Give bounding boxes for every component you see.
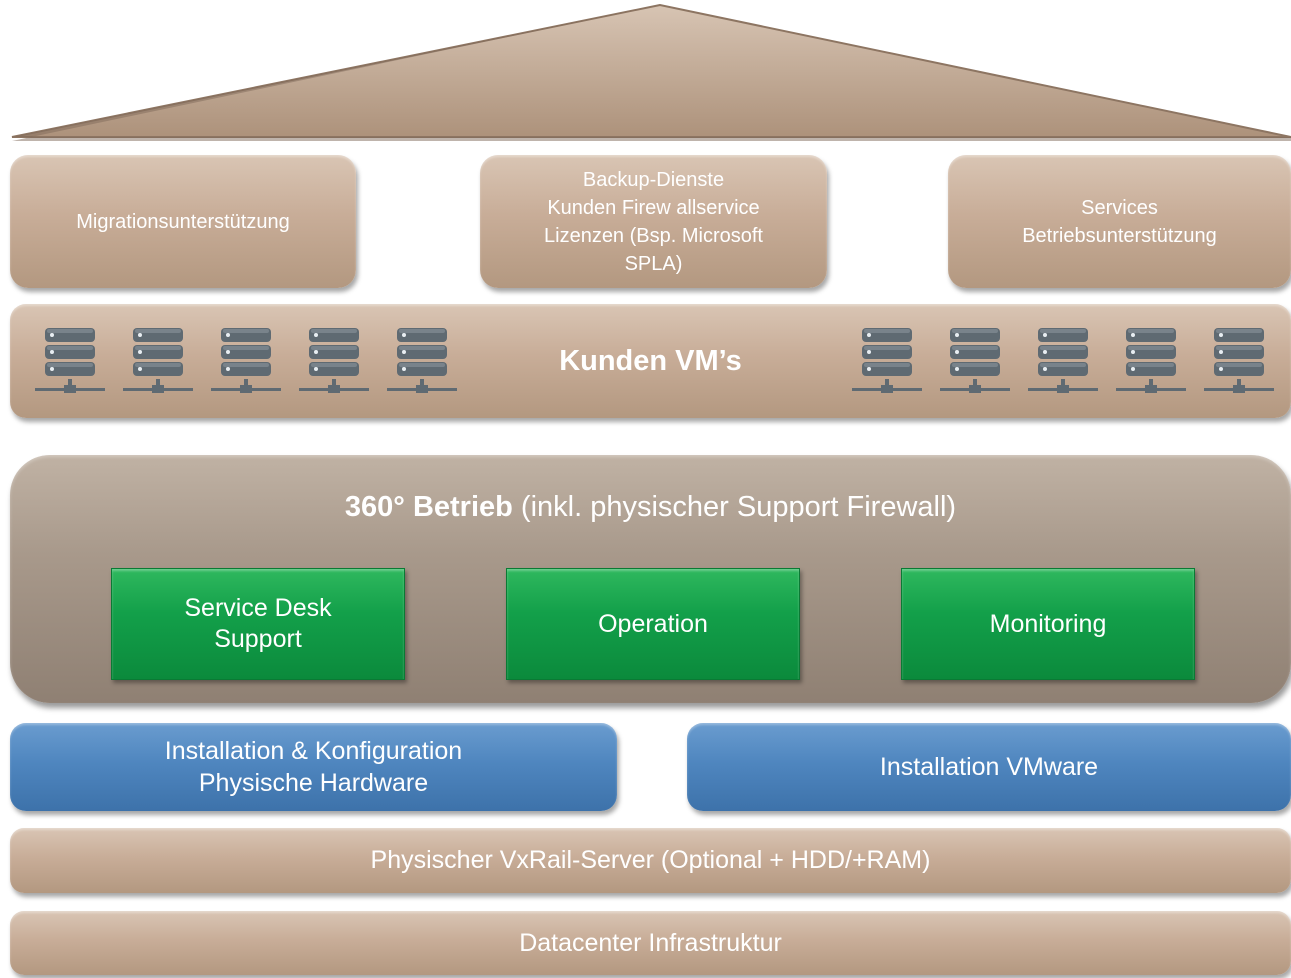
server-stack-icon <box>1116 324 1186 396</box>
pillar-services-lines: Services Betriebsunterstützung <box>1022 194 1217 250</box>
service-desk-line-1: Service Desk <box>184 594 332 622</box>
operations-title: 360° Betrieb (inkl. physischer Support F… <box>10 491 1291 524</box>
pillar-services-line-2: Betriebsunterstützung <box>1022 224 1217 247</box>
datacenter-label: Datacenter Infrastruktur <box>519 928 782 957</box>
installation-vmware-block: Installation VMware <box>687 723 1291 811</box>
installation-hardware-line-1: Installation & Konfiguration <box>164 737 463 765</box>
pillar-backup: Backup-Dienste Kunden Firew allservice L… <box>480 155 827 288</box>
pillar-services-line-1: Services <box>1081 196 1158 219</box>
customer-vm-bar: Kunden VM’s <box>10 304 1291 418</box>
pillar-migration-text: Migrationsunterstützung <box>76 210 290 233</box>
monitoring-box: Monitoring <box>901 568 1195 680</box>
installation-hardware-line-2: Physische Hardware <box>198 769 429 797</box>
pillar-backup-line-2: Kunden Firew allservice <box>547 196 760 219</box>
installation-hardware-lines: Installation & Konfiguration Physische H… <box>165 735 462 799</box>
monitoring-label: Monitoring <box>989 609 1107 638</box>
server-stack-icon <box>299 324 369 396</box>
operations-title-rest: (inkl. physischer Support Firewall) <box>512 491 957 523</box>
server-stack-icon <box>211 324 281 396</box>
roof-triangle <box>11 3 1291 141</box>
server-stack-icon <box>1028 324 1098 396</box>
server-stack-icon <box>123 324 193 396</box>
service-desk-lines: Service Desk Support <box>184 593 331 655</box>
pillar-migration-lines: Migrationsunterstützung <box>76 208 289 236</box>
pillar-services: Services Betriebsunterstützung <box>948 155 1291 288</box>
customer-vm-title: Kunden VM’s <box>559 344 742 377</box>
operation-box: Operation <box>506 568 800 680</box>
server-stack-icon <box>1204 324 1274 396</box>
pillar-backup-lines: Backup-Dienste Kunden Firew allservice L… <box>544 166 763 278</box>
installation-vmware-label: Installation VMware <box>879 753 1099 781</box>
pillar-backup-line-4: SPLA) <box>624 252 683 275</box>
vxrail-server-label: Physischer VxRail-Server (Optional + HDD… <box>370 846 931 874</box>
server-icons-right <box>852 324 1274 396</box>
pillar-backup-line-3: Lizenzen (Bsp. Microsoft <box>544 224 763 247</box>
server-stack-icon <box>852 324 922 396</box>
service-desk-box: Service Desk Support <box>111 568 405 680</box>
vxrail-server-band: Physischer VxRail-Server (Optional + HDD… <box>10 828 1291 893</box>
datacenter-band: Datacenter Infrastruktur <box>10 911 1291 975</box>
service-desk-line-2: Support <box>214 625 302 653</box>
operations-title-bold: 360° Betrieb <box>344 491 513 523</box>
server-stack-icon <box>387 324 457 396</box>
pillar-migration: Migrationsunterstützung <box>10 155 356 288</box>
server-stack-icon <box>35 324 105 396</box>
pillar-backup-line-1: Backup-Dienste <box>582 168 725 191</box>
server-icons-left <box>35 324 457 396</box>
server-stack-icon <box>940 324 1010 396</box>
installation-hardware-block: Installation & Konfiguration Physische H… <box>10 723 617 811</box>
operation-label: Operation <box>598 609 708 638</box>
